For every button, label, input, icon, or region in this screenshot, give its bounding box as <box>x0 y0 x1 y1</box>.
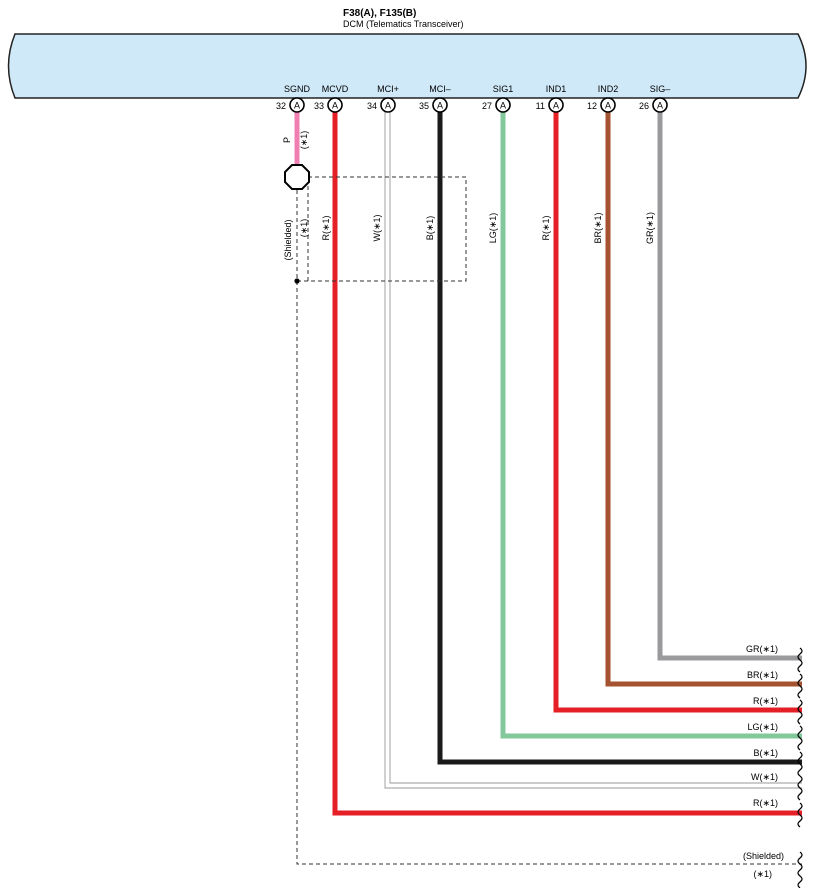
pin-number-11: 11 <box>536 101 545 111</box>
wire-mcip-white-outer <box>384 112 802 789</box>
wire-sigm-gray <box>657 112 802 661</box>
pin-number-34: 34 <box>367 101 377 111</box>
ground-point-octagon <box>284 164 310 190</box>
pin-name-sig1: SIG1 <box>493 84 514 94</box>
pin-name-mcvd: MCVD <box>322 84 349 94</box>
connector-pins: A A A A A A A A <box>289 97 668 113</box>
break-mark-ind2 <box>797 673 803 699</box>
pin-name-mcip: MCI+ <box>377 84 399 94</box>
wire-mcvd-red <box>332 112 802 816</box>
wire-ind1-red <box>553 112 802 713</box>
pin-name-sgnd: SGND <box>284 84 311 94</box>
label-mcim: B(∗1) <box>425 216 435 241</box>
pin-number-26: 26 <box>639 101 649 111</box>
pin-number-27: 27 <box>482 101 492 111</box>
pin-number-32: 32 <box>276 101 286 111</box>
break-mark-ind1 <box>797 699 803 725</box>
label-sig1: LG(∗1) <box>488 213 498 244</box>
connector-title: F38(A), F135(B) <box>343 8 416 19</box>
connector-pin-34: A <box>380 97 396 113</box>
pin-number-35: 35 <box>419 101 429 111</box>
connector-letter: A <box>605 101 611 111</box>
break-mark-shield <box>797 851 803 888</box>
connector-letter: A <box>553 101 559 111</box>
wire-mcip-white-inner <box>389 112 802 784</box>
pin-name-mcim: MCI– <box>429 84 451 94</box>
label-mcip: W(∗1) <box>372 214 382 241</box>
pin-labels: SGND MCVD MCI+ MCI– SIG1 IND1 IND2 SIG– <box>284 84 670 94</box>
pin-name-sigm: SIG– <box>650 84 671 94</box>
right-label-sigm: GR(∗1) <box>746 644 778 654</box>
shield-drain-wire <box>296 281 802 865</box>
component-body <box>7 33 807 99</box>
connector-letter: A <box>332 101 338 111</box>
continuation-marks <box>797 647 803 888</box>
connector-pin-32: A <box>289 97 305 113</box>
pin-number-12: 12 <box>587 101 597 111</box>
break-mark-mcvd <box>797 802 803 828</box>
shield-junction-dot <box>294 278 300 284</box>
connector-pin-26: A <box>652 97 668 113</box>
label-sgnd-wire: P <box>282 137 292 143</box>
shield-box <box>307 176 467 282</box>
pin-name-ind2: IND2 <box>598 84 619 94</box>
break-mark-mcip <box>797 775 803 801</box>
right-label-shielded-note: (∗1) <box>753 869 772 879</box>
label-ind1: R(∗1) <box>541 215 551 240</box>
right-label-mcvd: R(∗1) <box>753 798 778 808</box>
right-label-ind1: R(∗1) <box>753 696 778 706</box>
break-mark-sig1 <box>797 725 803 751</box>
vertical-labels: P (∗1) (Shielded) (∗1) R(∗1) W(∗1) B(∗1)… <box>282 131 655 261</box>
component-name: DCM (Telematics Transceiver) <box>343 19 464 29</box>
right-label-mcip: W(∗1) <box>751 772 778 782</box>
wires <box>294 112 802 816</box>
label-mcvd: R(∗1) <box>321 215 331 240</box>
right-label-sig1: LG(∗1) <box>747 722 778 732</box>
connector-letter: A <box>500 101 506 111</box>
pin-numbers: 32 33 34 35 27 11 12 26 <box>276 101 649 111</box>
connector-pin-33: A <box>327 97 343 113</box>
connector-pin-12: A <box>600 97 616 113</box>
wire-ind2-brown <box>605 112 802 687</box>
shield <box>284 164 802 865</box>
right-labels: GR(∗1) BR(∗1) R(∗1) LG(∗1) B(∗1) W(∗1) R… <box>743 644 784 879</box>
label-sigm: GR(∗1) <box>645 212 655 244</box>
connector-pin-35: A <box>432 97 448 113</box>
connector-letter: A <box>437 101 443 111</box>
right-label-shielded: (Shielded) <box>743 851 784 861</box>
connector-pin-11: A <box>548 97 564 113</box>
label-ind2: BR(∗1) <box>593 212 603 243</box>
label-shielded: (Shielded) <box>283 219 293 260</box>
break-mark-sigm <box>797 647 803 673</box>
label-sgnd-note: (∗1) <box>299 131 309 150</box>
wire-mcim-black <box>437 112 802 765</box>
label-shielded-note: (∗1) <box>299 219 309 238</box>
right-label-mcim: B(∗1) <box>753 748 778 758</box>
pin-name-ind1: IND1 <box>546 84 567 94</box>
connector-pin-27: A <box>495 97 511 113</box>
wire-sig1-lg <box>500 112 802 739</box>
right-label-ind2: BR(∗1) <box>747 670 778 680</box>
connector-letter: A <box>657 101 663 111</box>
connector-letter: A <box>385 101 391 111</box>
connector-letter: A <box>294 101 300 111</box>
pin-number-33: 33 <box>314 101 324 111</box>
break-mark-mcim <box>797 751 803 777</box>
